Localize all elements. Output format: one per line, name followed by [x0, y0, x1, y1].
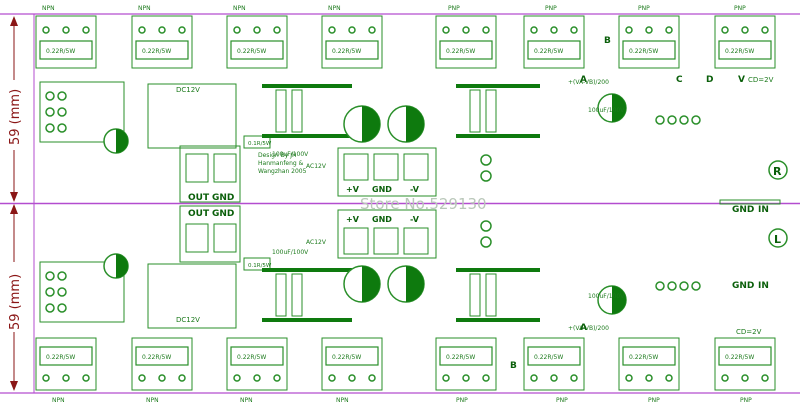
test-point-letters: A B C D V CD=2V A B CD=2V: [510, 36, 774, 371]
top-connector-row: NPN NPN NPN NPN PNP PNP PNP PNP: [42, 5, 746, 12]
bottom-resistor-2: 0.22R/5W: [142, 354, 171, 361]
bottom-connector-5: PNP: [456, 397, 468, 404]
lower-psu-gnd: GND: [372, 215, 392, 224]
store-watermark: Store No.529130: [360, 195, 487, 213]
upper-cap-label-2: 100uF/100V: [588, 107, 625, 114]
bottom-resistor-7: 0.22R/5W: [629, 354, 658, 361]
top-transistor-frames: [35, 15, 776, 69]
dimension-label-upper: 59 (mm): [8, 89, 23, 145]
bottom-resistor-6: 0.22R/5W: [534, 354, 563, 361]
lower-bias-label: +(VA-VB)/200: [568, 325, 609, 332]
lower-in-gnd: GND: [732, 281, 754, 291]
upper-r-mark: R: [773, 165, 782, 178]
letter-a-top: A: [580, 75, 587, 85]
lower-channel-mark: [768, 228, 788, 248]
upper-psu-minus: -V: [410, 185, 420, 194]
top-resistor-3: 0.22R/5W: [237, 48, 266, 55]
top-resistor-row: 0.22R/5W 0.22R/5W 0.22R/5W 0.22R/5W 0.22…: [39, 40, 772, 60]
lower-gnd-label: GND: [212, 209, 234, 219]
bottom-connector-row: NPN NPN NPN NPN PNP PNP PNP PNP: [52, 397, 752, 404]
dimension-label-lower: 59 (mm): [8, 274, 23, 330]
bottom-resistor-1: 0.22R/5W: [46, 354, 75, 361]
lower-r-mark: L: [774, 233, 781, 246]
upper-gnd-label: GND: [212, 193, 234, 203]
lower-cap-label-2: 100uF/100V: [588, 293, 625, 300]
bottom-resistor-8: 0.22R/5W: [725, 354, 754, 361]
upper-psu-gnd: GND: [372, 185, 392, 194]
bottom-connector-8: PNP: [740, 397, 752, 404]
bottom-connector-6: PNP: [556, 397, 568, 404]
bottom-resistor-row: 0.22R/5W 0.22R/5W 0.22R/5W 0.22R/5W 0.22…: [39, 346, 772, 366]
upper-cap-label-1: 100uF/100V: [272, 151, 309, 158]
top-resistor-4: 0.22R/5W: [332, 48, 361, 55]
upper-bias-label: +(VA-VB)/200: [568, 79, 609, 86]
lower-dc-label: DC12V: [176, 316, 200, 324]
letter-d-top: D: [706, 75, 713, 85]
upper-channel-mark: [768, 160, 788, 180]
top-connector-7: PNP: [638, 5, 650, 12]
bottom-resistor-5: 0.22R/5W: [446, 354, 475, 361]
lower-ref-label: 0.1R/5W: [248, 263, 272, 269]
bottom-connector-7: PNP: [648, 397, 660, 404]
letter-v-top: V: [738, 75, 745, 85]
bottom-connector-4: NPN: [336, 397, 349, 404]
lower-out-label: OUT: [188, 209, 210, 219]
upper-out-label: OUT: [188, 193, 210, 203]
top-resistor-8: 0.22R/5W: [725, 48, 754, 55]
letter-c-top: C: [676, 75, 683, 85]
upper-in-gnd: GND: [732, 205, 754, 215]
top-resistor-5: 0.22R/5W: [446, 48, 475, 55]
letter-b-bottom: B: [510, 361, 517, 371]
small-component-pads: [45, 91, 701, 313]
bottom-resistor-3: 0.22R/5W: [237, 354, 266, 361]
upper-dc-label: DC12V: [176, 86, 200, 94]
top-connector-8: PNP: [734, 5, 746, 12]
dimension-marker-lower: 59 (mm): [6, 204, 23, 391]
upper-design-3: Wangzhan 2005: [258, 168, 307, 175]
bottom-transistor-frames: [35, 337, 776, 391]
bottom-resistor-4: 0.22R/5W: [332, 354, 361, 361]
cd-label-bottom: CD=2V: [736, 328, 762, 336]
lower-psu-plus: +V: [346, 215, 360, 224]
bottom-connector-3: NPN: [240, 397, 253, 404]
letter-b-top: B: [604, 36, 611, 46]
dimension-marker-upper: 59 (mm): [6, 16, 23, 202]
top-connector-5: PNP: [448, 5, 460, 12]
top-resistor-1-body: [39, 40, 93, 60]
upper-channel: DC12V OUT GND Design By JH Hanmanfeng & …: [39, 79, 788, 215]
top-resistor-2: 0.22R/5W: [142, 48, 171, 55]
top-resistor-6: 0.22R/5W: [534, 48, 563, 55]
lower-ac-label: AC12V: [306, 239, 327, 246]
lower-psu-minus: -V: [410, 215, 420, 224]
lower-in-label: IN: [758, 281, 769, 291]
lower-channel: DC12V OUT GND 0.1R/5W 100uF/100V +V GND …: [39, 205, 788, 332]
lower-cap-label-1: 100uF/100V: [272, 249, 309, 256]
top-connector-2: NPN: [138, 5, 151, 12]
upper-psu-plus: +V: [346, 185, 360, 194]
top-connector-6: PNP: [545, 5, 557, 12]
upper-design-2: Hanmanfeng &: [258, 160, 304, 167]
upper-heatsink-bar: [262, 84, 352, 88]
top-connector-3: NPN: [233, 5, 246, 12]
upper-ref-label: 0.1R/5W: [248, 141, 272, 147]
upper-ac-label: AC12V: [306, 163, 327, 170]
letter-a-bottom: A: [580, 323, 587, 333]
upper-design-1: Design By JH: [258, 152, 296, 159]
top-resistor-1: 0.22R/5W: [46, 48, 75, 55]
cd-label-top: CD=2V: [748, 76, 774, 84]
top-resistor-7: 0.22R/5W: [629, 48, 658, 55]
top-connector-4: NPN: [328, 5, 341, 12]
top-connector-1: NPN: [42, 5, 55, 12]
bottom-connector-1: NPN: [52, 397, 65, 404]
bottom-connector-2: NPN: [146, 397, 159, 404]
upper-in-label: IN: [758, 205, 769, 215]
